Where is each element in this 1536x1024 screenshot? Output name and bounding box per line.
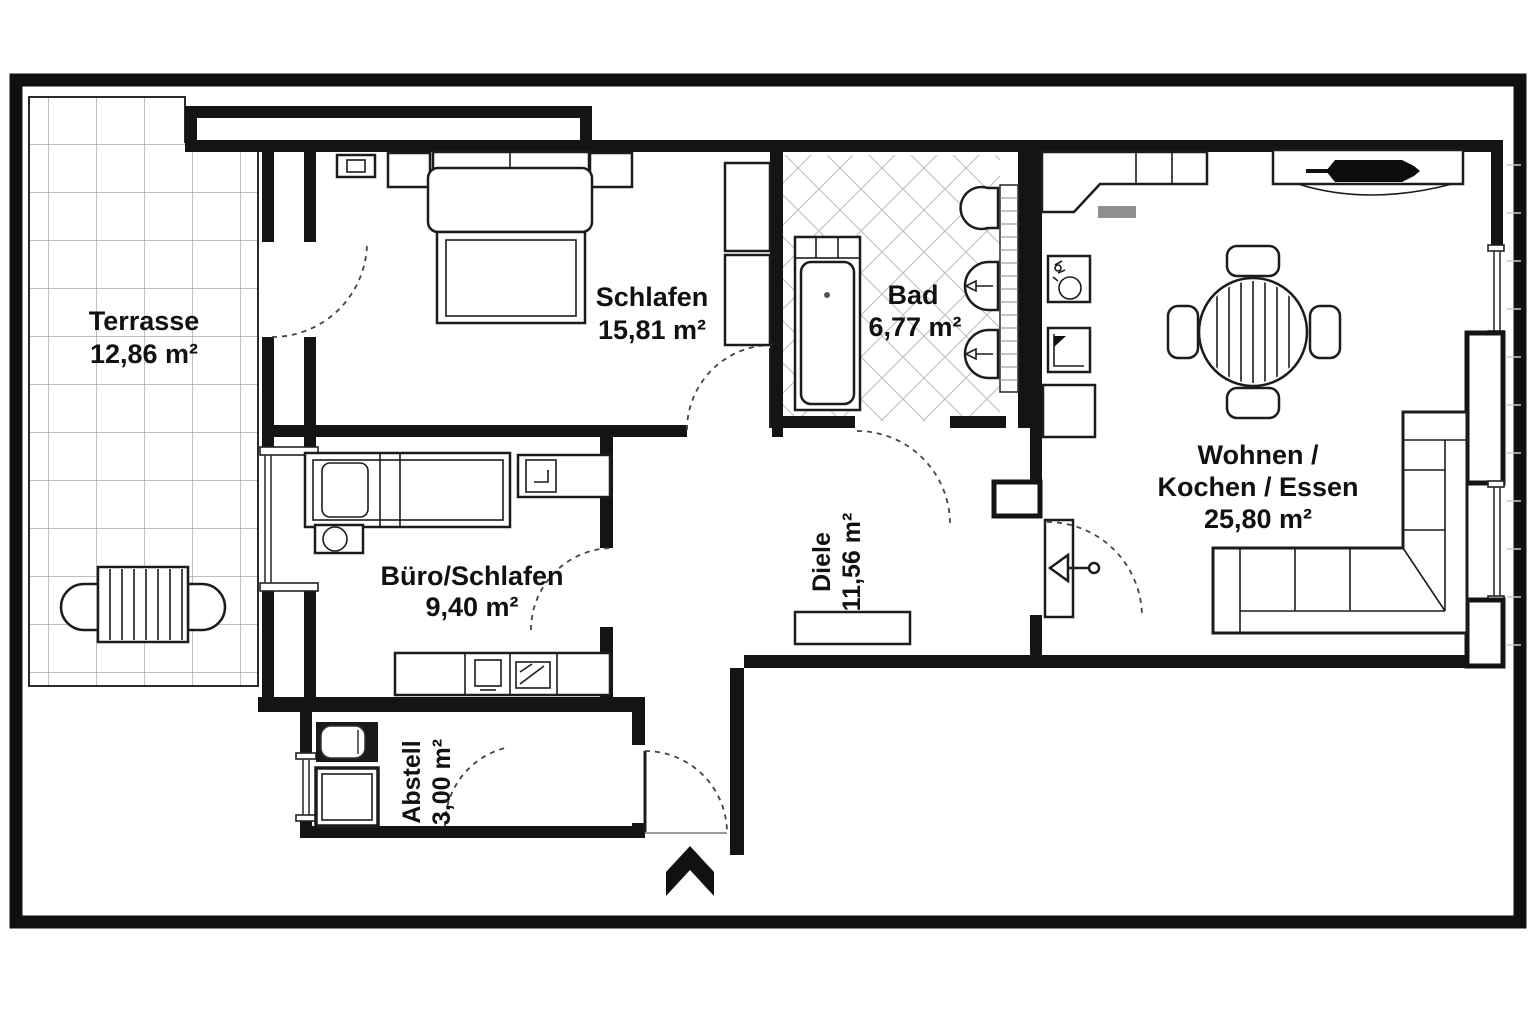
living-window-lower [1493, 487, 1501, 596]
room-area-wohnen: 25,80 m² [1204, 504, 1312, 534]
tv-icon [1326, 160, 1420, 182]
room-area-abstell: 3,00 m² [428, 739, 456, 825]
diele-wohnen-door [1043, 518, 1143, 619]
buero-window [264, 455, 272, 583]
nightstand-left [386, 151, 432, 189]
entrance-direction-chevron-icon [666, 846, 714, 896]
nightstand-right [588, 151, 634, 189]
washing-machine [314, 766, 380, 828]
room-area-diele: 11,56 m² [838, 513, 866, 612]
abstell-furniture [314, 722, 380, 828]
work-counter [393, 651, 612, 697]
hall-sideboard [793, 610, 912, 646]
wardrobe-lower [723, 253, 772, 347]
room-area-bad: 6,77 m² [868, 312, 961, 342]
corner-sofa [1211, 410, 1469, 635]
kitchen-oven [1046, 326, 1092, 374]
room-label-abstell: Abstell [398, 740, 426, 823]
tv-lowboard [1271, 148, 1465, 196]
washbasin-2 [963, 328, 1000, 380]
room-area-schlafen: 15,81 m² [598, 315, 706, 345]
abstell-door-swing [444, 747, 506, 827]
room-label-abstell-group: Abstell 3,00 m² [398, 739, 456, 825]
dining-chair-top [1225, 244, 1281, 278]
kitchen [1040, 150, 1209, 439]
room-label-terrasse: Terrasse [89, 306, 200, 336]
abstell-window [302, 759, 310, 815]
duct-shaft [999, 184, 1019, 393]
wall-pier [1464, 330, 1506, 486]
terrace-door-swing [271, 241, 368, 338]
wall-pier-corner [1464, 597, 1506, 669]
schlafen-furniture [335, 150, 772, 347]
wall-block [991, 479, 1043, 519]
dining-chair-left [1166, 304, 1200, 360]
room-label-wohnen-2: Kochen / Essen [1157, 472, 1358, 502]
terrace-area [28, 96, 259, 687]
desk [516, 453, 612, 499]
terrace-chair-right [186, 582, 227, 632]
kitchen-sink-unit [1046, 254, 1092, 304]
doors [271, 241, 1143, 834]
walls [185, 106, 1506, 855]
kitchen-lower-cabinet [1041, 383, 1097, 439]
room-label-buero: Büro/Schlafen [380, 561, 563, 591]
double-bed [426, 150, 594, 325]
dining-set [1166, 244, 1342, 420]
room-label-wohnen-1: Wohnen / [1198, 440, 1319, 470]
room-area-buero: 9,40 m² [425, 592, 518, 622]
buero-furniture [303, 451, 612, 697]
stool [313, 523, 365, 555]
room-area-terrasse: 12,86 m² [90, 339, 198, 369]
schlafen-door-swing [686, 344, 773, 431]
wardrobe-upper [723, 161, 772, 253]
room-labels: Terrasse 12,86 m² Schlafen 15,81 m² Bad … [89, 280, 1359, 825]
room-label-diele: Diele [808, 532, 836, 592]
room-label-schlafen: Schlafen [596, 282, 709, 312]
dining-chair-bottom [1225, 386, 1281, 420]
bath-door-swing [856, 430, 951, 525]
storage-item [316, 722, 378, 762]
terrain-ticks [1507, 164, 1521, 646]
bathtub [793, 235, 862, 412]
bath-fixtures [793, 184, 1019, 412]
room-label-diele-group: Diele 11,56 m² [808, 513, 866, 612]
wall-item [335, 153, 377, 179]
washbasin-1 [963, 260, 1000, 312]
terrace-table [59, 565, 227, 644]
toilet [959, 185, 1000, 231]
living-window-upper [1493, 251, 1501, 331]
room-label-bad: Bad [887, 280, 938, 310]
terrace-chair-left [59, 582, 100, 632]
dining-chair-right [1308, 304, 1342, 360]
single-bed [303, 451, 512, 529]
kitchen-counter-accent [1098, 206, 1136, 218]
kitchen-upper-cabinets [1040, 150, 1209, 214]
entrance-door [643, 750, 728, 834]
buero-door-swing [530, 547, 614, 631]
